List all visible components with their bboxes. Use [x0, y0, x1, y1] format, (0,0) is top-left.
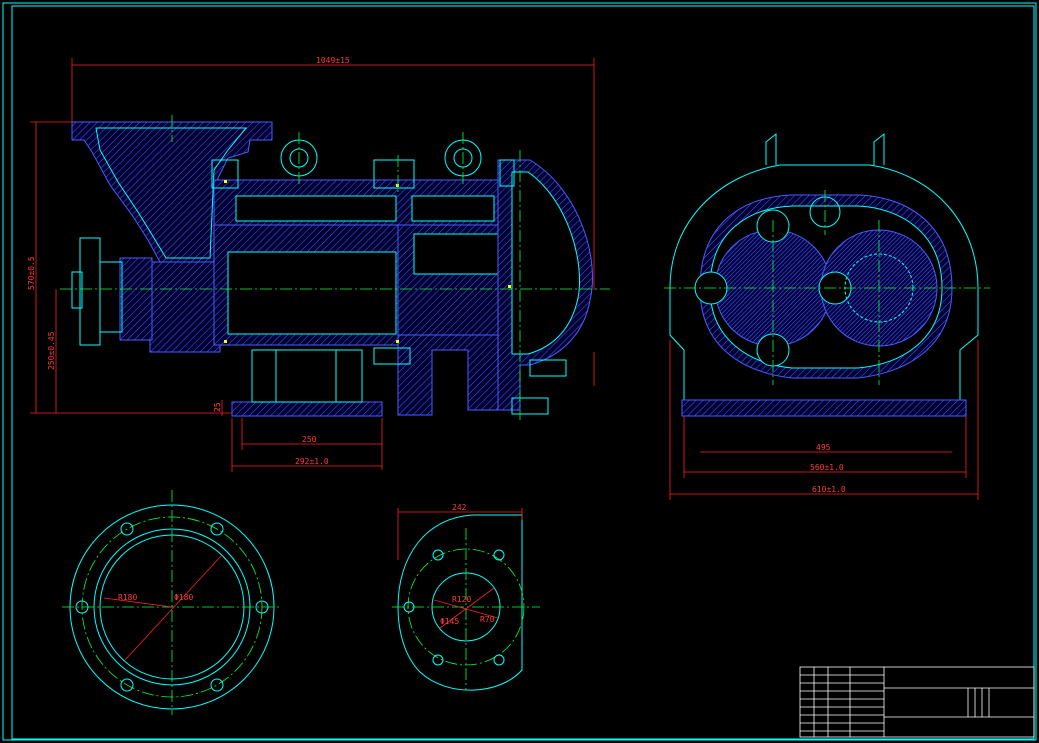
inner-frame: [11, 5, 1035, 740]
shaft-height-dim: 250±0.45: [47, 331, 56, 370]
front-bolt-span-dim: 495: [816, 443, 831, 452]
base-outer-dim: 292±1.0: [295, 457, 329, 466]
base-thickness-dim: 25: [213, 402, 222, 412]
cover-view: 242 R120 R70 Φ145: [392, 503, 540, 691]
base-inner-dim: 250: [302, 435, 317, 444]
flange-radius-dim: R180: [118, 593, 137, 602]
flange-view: R180 Φ180: [62, 490, 282, 715]
title-block: [799, 666, 1035, 738]
overall-height-dim: 570±0.5: [27, 256, 36, 290]
cover-width-dim: 242: [452, 503, 467, 512]
overall-length-dim: 1049±15: [316, 56, 350, 65]
cover-diameter-dim: Φ145: [440, 617, 459, 626]
side-section-view: 1049±15 570±0.5 250±0.45 25 250 292±1.0: [27, 56, 610, 472]
front-base-width-dim: 560±1.0: [810, 463, 844, 472]
flange-diameter-dim: Φ180: [174, 593, 193, 602]
cover-bolt-radius-dim: R70: [480, 615, 495, 624]
front-overall-width-dim: 610±1.0: [812, 485, 846, 494]
front-view: 495 560±1.0 610±1.0: [664, 132, 990, 500]
cover-radius-dim: R120: [452, 595, 471, 604]
